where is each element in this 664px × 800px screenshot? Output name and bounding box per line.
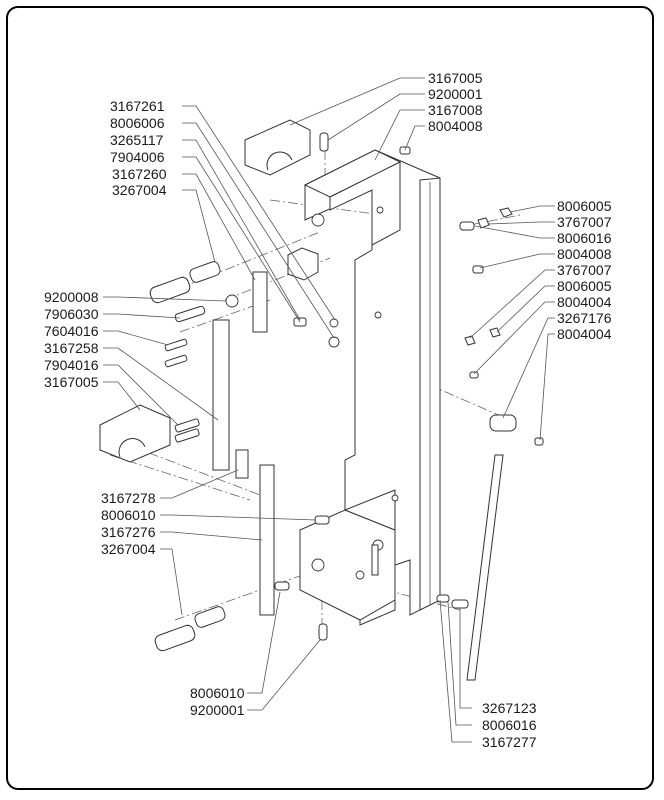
bracket-top: [252, 271, 268, 333]
part-label: 8006016: [482, 717, 537, 733]
part-label: 8006005: [557, 278, 612, 294]
part-label: 8006016: [557, 230, 612, 246]
part-label: 3167276: [101, 524, 156, 540]
part-label: 8006006: [110, 115, 165, 131]
part-label: 3267004: [101, 541, 156, 557]
handle-top: [149, 261, 221, 304]
part-label: 3267004: [112, 182, 167, 198]
part-label: 3167005: [44, 374, 99, 390]
drawing-frame: [6, 6, 654, 790]
part-label: 8004008: [428, 118, 483, 134]
clamp-block-top: [244, 119, 311, 176]
part-label: 3767007: [557, 214, 612, 230]
part-label: 3265117: [110, 132, 164, 148]
part-label: 8006005: [557, 198, 612, 214]
bar-right: [259, 464, 275, 616]
part-label: 3167008: [428, 102, 483, 118]
part-label: 3167278: [101, 490, 156, 506]
part-label: 3767007: [557, 262, 612, 278]
part-label: 8004008: [557, 246, 612, 262]
bar-left: [212, 319, 230, 471]
part-label: 3167005: [428, 70, 483, 86]
small-block: [235, 449, 249, 479]
part-label: 3267123: [482, 700, 537, 716]
part-label: 3167277: [482, 734, 537, 750]
part-label: 9200008: [44, 289, 99, 305]
part-label: 8006010: [101, 507, 156, 523]
part-label: 7604016: [44, 323, 99, 339]
clamp-block-bottom: [99, 404, 171, 463]
leader-lines: [103, 77, 555, 743]
part-label: 7904016: [44, 357, 99, 373]
part-label: 3167261: [110, 98, 165, 114]
part-label: 8004004: [557, 294, 612, 310]
part-label: 3267176: [557, 310, 612, 326]
part-label: 3167258: [44, 340, 99, 356]
part-label: 7904006: [110, 149, 165, 165]
part-label: 9200001: [190, 702, 245, 718]
long-rod: [466, 454, 504, 681]
fasteners: [164, 132, 544, 641]
part-label: 7906030: [44, 306, 99, 322]
cube-block: [287, 247, 319, 281]
part-label: 3167260: [112, 166, 167, 182]
main-column: [299, 149, 441, 626]
part-label: 8006010: [190, 685, 245, 701]
handle-bottom: [154, 606, 226, 652]
part-label: 8004004: [557, 326, 612, 342]
part-label: 9200001: [428, 86, 483, 102]
